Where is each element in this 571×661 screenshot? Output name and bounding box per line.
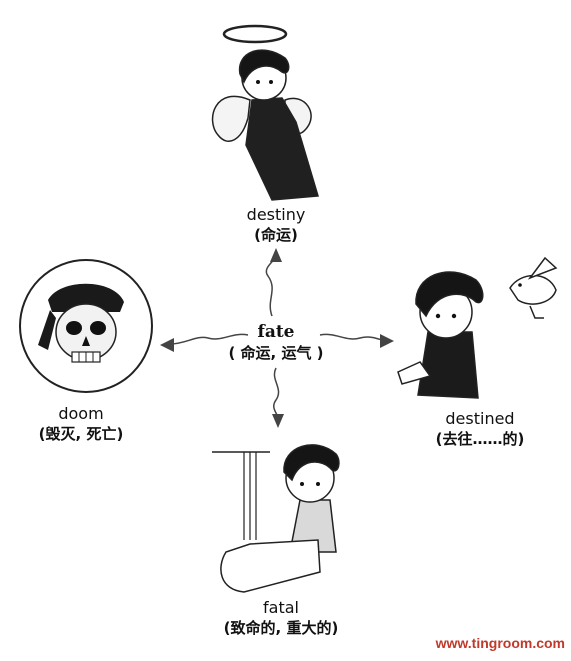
arrow-to-fatal (272, 367, 284, 428)
boy-with-bird-illustration (397, 256, 558, 399)
fatal-meaning: (致命的, 重大的) (223, 619, 339, 637)
arrow-to-destiny (265, 248, 282, 317)
arrow-to-doom (160, 333, 249, 352)
branch-destiny: destiny (命运) (211, 205, 341, 245)
skull-illustration (19, 259, 153, 393)
arrow-to-destined (319, 333, 394, 348)
angel-illustration (211, 24, 319, 201)
fatal-word: fatal (263, 598, 299, 617)
watermark-text: www.tingroom.com (435, 635, 565, 651)
branch-doom: doom (毁灭, 死亡) (6, 404, 156, 444)
branch-fatal: fatal (致命的, 重大的) (191, 598, 371, 638)
doom-meaning: (毁灭, 死亡) (38, 425, 124, 443)
injured-boy-illustration (212, 444, 340, 593)
center-meaning: ( 命运, 运气 ) (228, 344, 324, 362)
center-word: fate (257, 322, 295, 342)
destiny-word: destiny (246, 205, 306, 224)
doom-word: doom (58, 404, 104, 423)
destiny-meaning: (命运) (254, 226, 298, 244)
center-node: fate ( 命运, 运气 ) (196, 322, 356, 363)
destined-meaning: (去往……的) (435, 430, 525, 448)
branch-destined: destined (去往……的) (400, 409, 560, 449)
destined-word: destined (445, 409, 515, 428)
